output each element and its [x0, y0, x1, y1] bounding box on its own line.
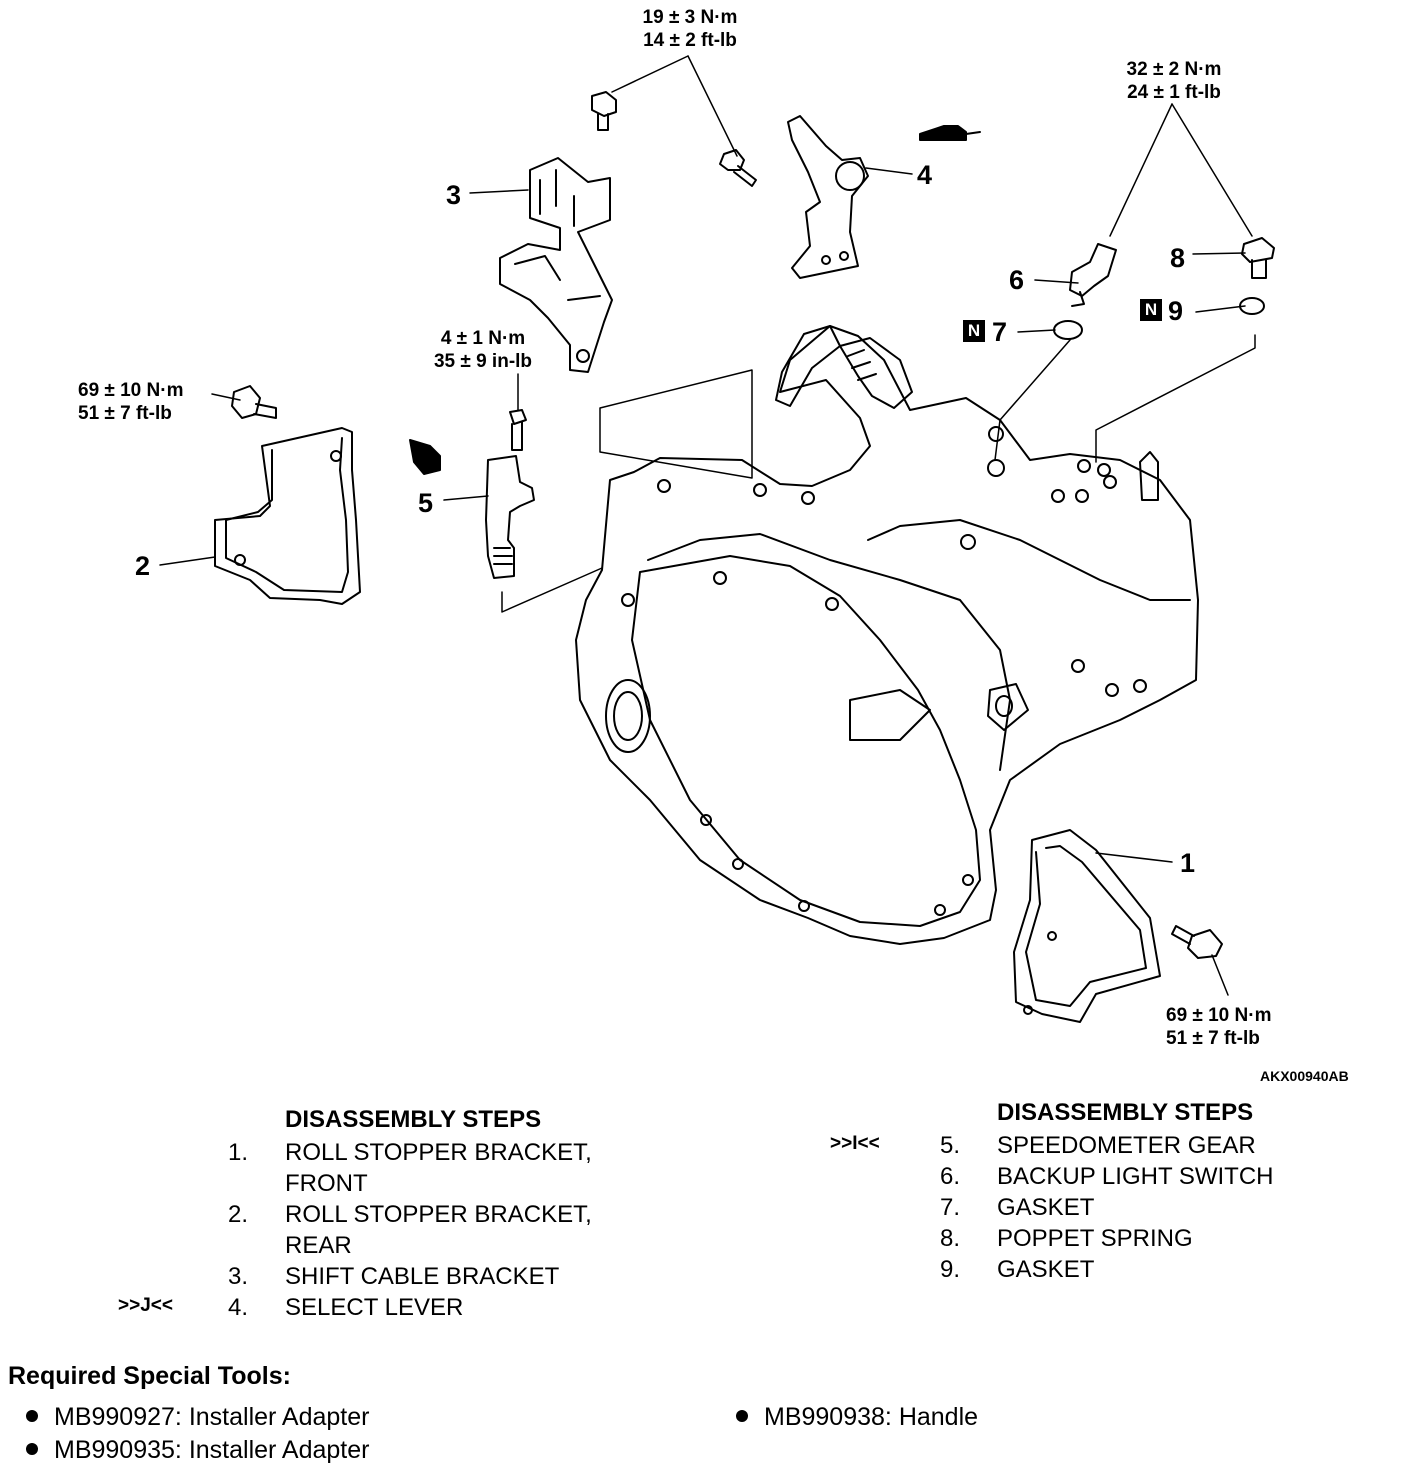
bullet-icon [26, 1443, 38, 1456]
tool-item: MB990927: Installer Adapter [26, 1403, 369, 1432]
tool-item: MB990935: Installer Adapter [26, 1436, 369, 1465]
torque-spec-top-right: 32 ± 2 N·m 24 ± 1 ft-lb [1104, 58, 1244, 104]
tool-text: MB990938: Handle [764, 1403, 979, 1431]
step-item: 6. BACKUP LIGHT SWITCH [940, 1161, 1360, 1192]
torque-spec-imperial: 24 ± 1 ft-lb [1127, 82, 1221, 103]
figure-code: AKX00940AB [1260, 1068, 1349, 1084]
part-label-8: 8 [1170, 243, 1186, 273]
step-number: 4. [228, 1294, 249, 1321]
step-item: REAR [228, 1230, 648, 1261]
torque-spec-bottom-right: 69 ± 10 N·m 51 ± 7 ft-lb [1166, 1004, 1306, 1050]
new-part-badge-9: N [1140, 299, 1162, 321]
step-text: SHIFT CABLE BRACKET [285, 1263, 560, 1290]
step-text: REAR [285, 1232, 352, 1259]
speedometer-gear [409, 439, 535, 579]
step-item: 1. ROLL STOPPER BRACKET, [228, 1137, 648, 1168]
roll-stopper-bracket-rear [214, 427, 361, 605]
select-lever [787, 115, 869, 279]
step-text: BACKUP LIGHT SWITCH [997, 1163, 1274, 1190]
part-label-2: 2 [135, 551, 151, 581]
torque-spec-imperial: 14 ± 2 ft-lb [643, 30, 737, 51]
steps-left-heading: DISASSEMBLY STEPS [285, 1106, 542, 1133]
step-text: ROLL STOPPER BRACKET, [285, 1139, 592, 1166]
shift-cable-bracket [499, 157, 613, 373]
special-tools-heading: Required Special Tools: [8, 1362, 291, 1390]
part-label-4: 4 [917, 160, 933, 190]
poppet-spring-plug [1241, 237, 1275, 279]
gasket-9 [1239, 297, 1265, 315]
part-label-7: 7 [992, 317, 1008, 347]
bolt-part5 [509, 409, 527, 451]
tool-text: MB990935: Installer Adapter [54, 1436, 370, 1464]
gasket-7 [1053, 320, 1083, 340]
backup-light-switch [1069, 243, 1117, 307]
step-number: 2. [228, 1201, 249, 1228]
service-point-mark-i: >>I<< [830, 1133, 880, 1154]
step-text: POPPET SPRING [997, 1225, 1193, 1252]
step-text: ROLL STOPPER BRACKET, [285, 1201, 592, 1228]
bolt-top-left [591, 91, 617, 131]
part-label-9: 9 [1168, 296, 1184, 326]
torque-spec-imperial: 51 ± 7 ft-lb [1166, 1028, 1260, 1049]
transaxle-exploded-diagram [159, 55, 1275, 1023]
tool-item: MB990938: Handle [736, 1403, 978, 1432]
step-item: 4. SELECT LEVER [228, 1292, 648, 1323]
part-label-6: 6 [1009, 265, 1025, 295]
bolt-top-middle [719, 149, 757, 187]
step-number: 8. [940, 1225, 961, 1252]
bullet-icon [26, 1410, 38, 1423]
new-part-badge-7: N [963, 320, 985, 342]
step-item: 5. SPEEDOMETER GEAR [940, 1130, 1360, 1161]
roll-stopper-bracket-front [1013, 829, 1161, 1023]
step-text: SPEEDOMETER GEAR [997, 1132, 1256, 1159]
step-item: 3. SHIFT CABLE BRACKET [228, 1261, 648, 1292]
torque-spec-metric: 69 ± 10 N·m [1166, 1005, 1272, 1026]
bolt-bottom-right [1171, 925, 1223, 959]
service-point-mark-j: >>J<< [118, 1295, 173, 1316]
grease-icon [919, 125, 981, 141]
step-text: FRONT [285, 1170, 368, 1197]
part-label-5: 5 [418, 488, 434, 518]
step-number: 3. [228, 1263, 249, 1290]
part-label-3: 3 [446, 180, 462, 210]
torque-spec-imperial: 35 ± 9 in-lb [433, 351, 533, 372]
step-item: FRONT [228, 1168, 648, 1199]
bolt-left [231, 385, 277, 419]
step-number: 9. [940, 1256, 961, 1283]
steps-right-heading: DISASSEMBLY STEPS [997, 1099, 1254, 1126]
step-item: 7. GASKET [940, 1192, 1360, 1223]
step-text: GASKET [997, 1194, 1095, 1221]
bullet-icon [736, 1410, 748, 1423]
step-text: SELECT LEVER [285, 1294, 464, 1321]
step-number: 1. [228, 1139, 249, 1166]
torque-spec-part5-bolt: 4 ± 1 N·m 35 ± 9 in-lb [413, 327, 553, 373]
tool-text: MB990927: Installer Adapter [54, 1403, 370, 1431]
torque-spec-metric: 69 ± 10 N·m [78, 380, 184, 401]
torque-spec-metric: 19 ± 3 N·m [642, 7, 738, 28]
step-item: 2. ROLL STOPPER BRACKET, [228, 1199, 648, 1230]
torque-spec-metric: 4 ± 1 N·m [440, 328, 526, 349]
step-number: 5. [940, 1132, 961, 1159]
step-item: 9. GASKET [940, 1254, 1360, 1285]
transaxle-case [575, 325, 1199, 945]
leader-lines [159, 55, 1256, 996]
torque-spec-imperial: 51 ± 7 ft-lb [78, 403, 172, 424]
torque-spec-top-center: 19 ± 3 N·m 14 ± 2 ft-lb [620, 6, 760, 52]
step-item: 8. POPPET SPRING [940, 1223, 1360, 1254]
torque-spec-metric: 32 ± 2 N·m [1126, 59, 1222, 80]
part-label-1: 1 [1180, 848, 1196, 878]
torque-spec-left: 69 ± 10 N·m 51 ± 7 ft-lb [78, 379, 218, 425]
step-number: 6. [940, 1163, 961, 1190]
step-text: GASKET [997, 1256, 1095, 1283]
step-number: 7. [940, 1194, 961, 1221]
